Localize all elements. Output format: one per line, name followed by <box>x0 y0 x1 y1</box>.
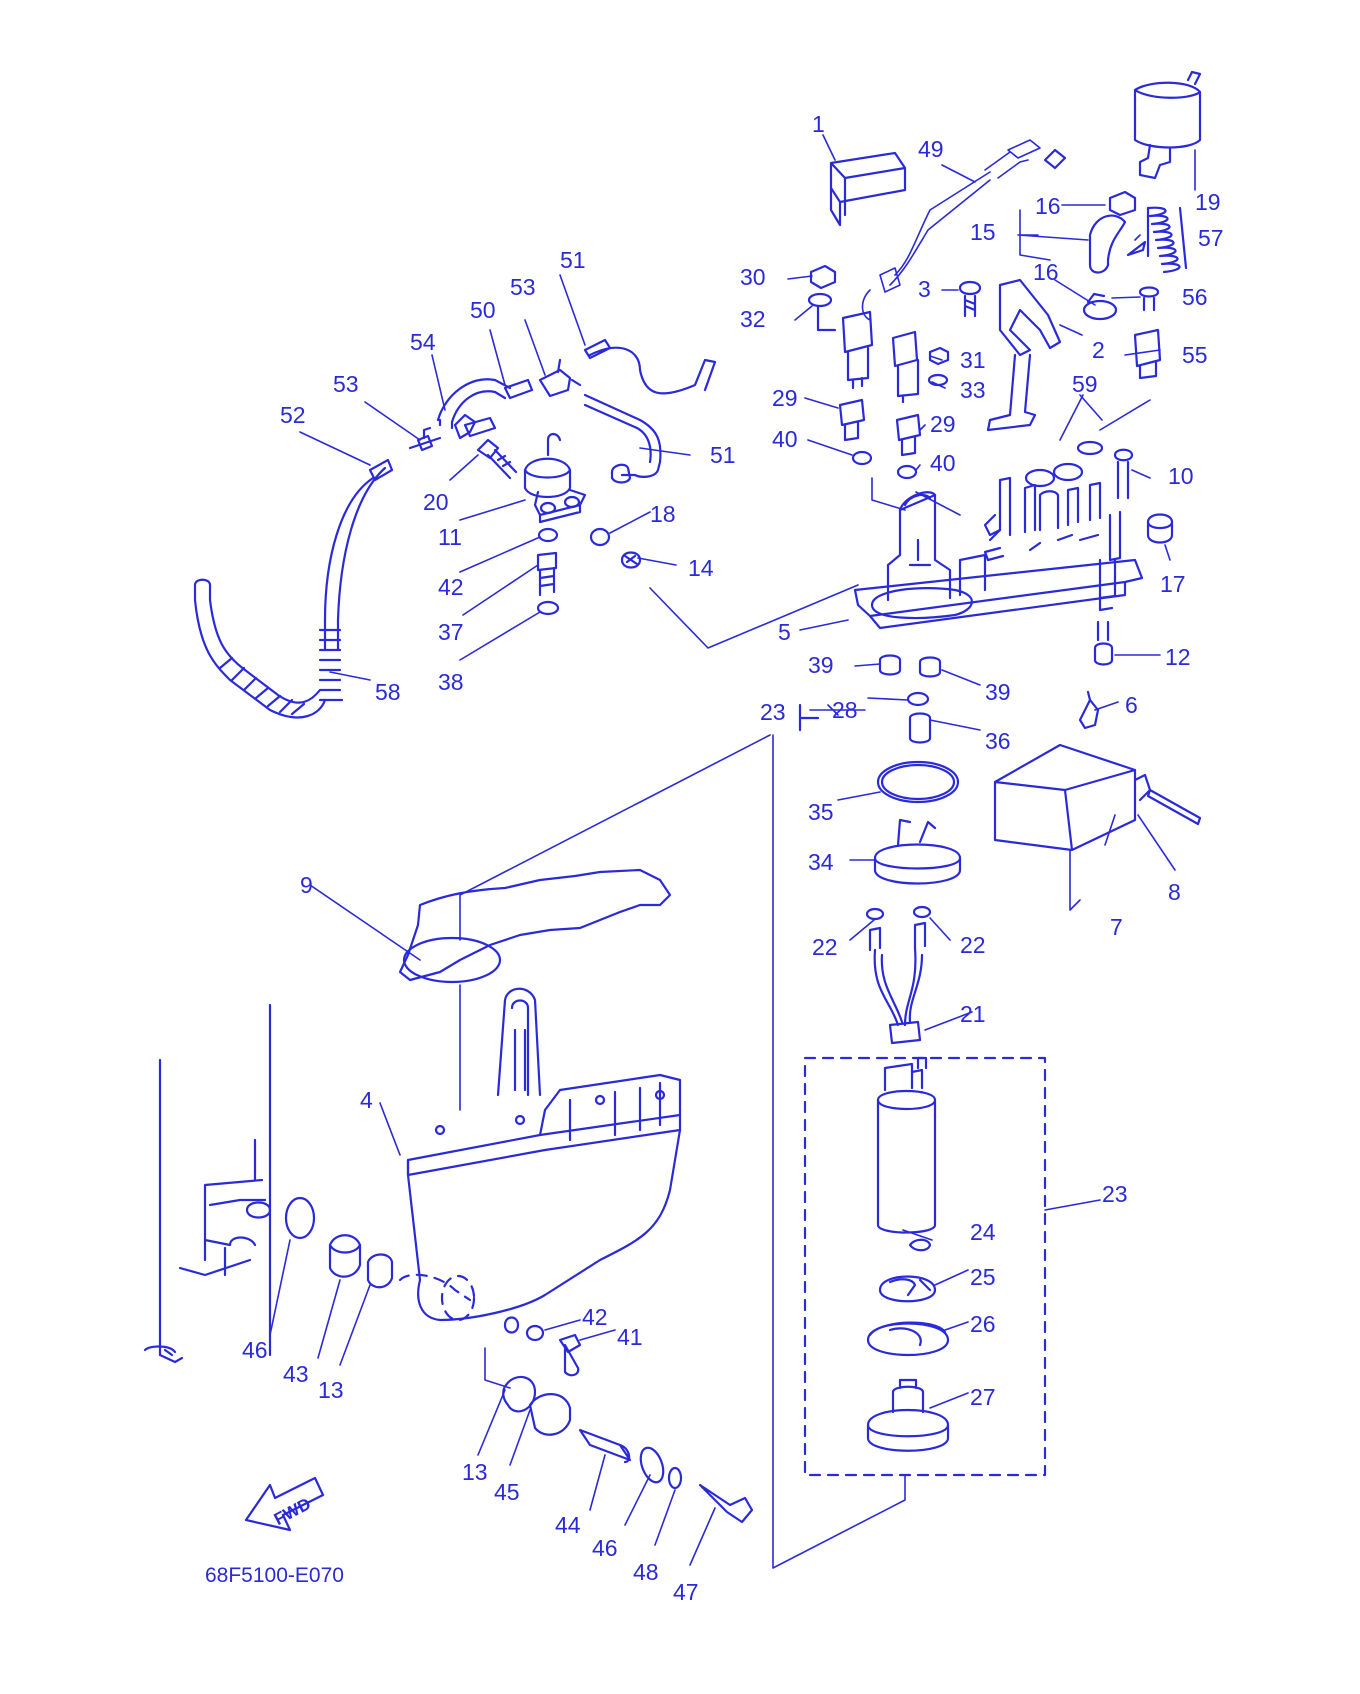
callout-36: 36 <box>985 728 1011 754</box>
callout-2: 2 <box>1092 337 1105 363</box>
callout-21: 21 <box>960 1001 986 1027</box>
callout-labels: 1 49 19 16 15 57 16 30 3 56 32 2 31 55 3… <box>242 111 1224 1605</box>
callout-31: 31 <box>960 347 986 373</box>
callout-9: 9 <box>300 872 313 898</box>
callout-33: 33 <box>960 377 986 403</box>
callout-54: 54 <box>410 329 436 355</box>
callout-39: 39 <box>808 652 834 678</box>
callout-23: 23 <box>1102 1181 1128 1207</box>
callout-45: 45 <box>494 1479 520 1505</box>
callout-55: 55 <box>1182 342 1208 368</box>
callout-16: 16 <box>1035 193 1061 219</box>
callout-6: 6 <box>1125 692 1138 718</box>
callout-23: 23 <box>760 699 786 725</box>
callout-1: 1 <box>812 111 825 137</box>
callout-17: 17 <box>1160 571 1186 597</box>
callout-59: 59 <box>1072 371 1098 397</box>
callout-4: 4 <box>360 1087 373 1113</box>
callout-3: 3 <box>918 276 931 302</box>
callout-57: 57 <box>1198 225 1224 251</box>
callout-7: 7 <box>1110 914 1123 940</box>
callout-29: 29 <box>930 411 956 437</box>
callout-47: 47 <box>673 1579 699 1605</box>
callout-22: 22 <box>812 934 838 960</box>
callout-53: 53 <box>510 274 536 300</box>
callout-32: 32 <box>740 306 766 332</box>
callout-16: 16 <box>1033 259 1059 285</box>
callout-40: 40 <box>772 426 798 452</box>
callout-19: 19 <box>1195 189 1221 215</box>
callout-43: 43 <box>283 1361 309 1387</box>
callout-48: 48 <box>633 1559 659 1585</box>
callout-12: 12 <box>1165 644 1191 670</box>
callout-18: 18 <box>650 501 676 527</box>
callout-37: 37 <box>438 619 464 645</box>
callout-39: 39 <box>985 679 1011 705</box>
callout-46: 46 <box>592 1535 618 1561</box>
callout-5: 5 <box>778 619 791 645</box>
fwd-arrow-label: FWD <box>271 1494 314 1529</box>
callout-28: 28 <box>832 697 858 723</box>
callout-51: 51 <box>560 247 586 273</box>
callout-53: 53 <box>333 371 359 397</box>
callout-20: 20 <box>423 489 449 515</box>
callout-22: 22 <box>960 932 986 958</box>
callout-15: 15 <box>970 219 996 245</box>
callout-42: 42 <box>582 1304 608 1330</box>
callout-11: 11 <box>438 524 462 550</box>
callout-42: 42 <box>438 574 464 600</box>
callout-52: 52 <box>280 402 306 428</box>
drawing-code: 68F5100-E070 <box>205 1564 344 1587</box>
callout-51: 51 <box>710 442 736 468</box>
callout-50: 50 <box>470 297 496 323</box>
callout-35: 35 <box>808 799 834 825</box>
callout-14: 14 <box>688 555 714 581</box>
callout-44: 44 <box>555 1512 581 1538</box>
callout-13: 13 <box>318 1377 344 1403</box>
callout-24: 24 <box>970 1219 996 1245</box>
callout-58: 58 <box>375 679 401 705</box>
diagram-parts-linework <box>143 70 1202 1569</box>
callout-13: 13 <box>462 1459 488 1485</box>
callout-46: 46 <box>242 1337 268 1363</box>
callout-30: 30 <box>740 264 766 290</box>
callout-38: 38 <box>438 669 464 695</box>
callout-29: 29 <box>772 385 798 411</box>
callout-40: 40 <box>930 450 956 476</box>
callout-41: 41 <box>617 1324 643 1350</box>
callout-25: 25 <box>970 1264 996 1290</box>
callout-26: 26 <box>970 1311 996 1337</box>
callout-8: 8 <box>1168 879 1181 905</box>
callout-49: 49 <box>918 136 944 162</box>
callout-56: 56 <box>1182 284 1208 310</box>
callout-34: 34 <box>808 849 834 875</box>
callout-27: 27 <box>970 1384 996 1410</box>
callout-10: 10 <box>1168 463 1194 489</box>
